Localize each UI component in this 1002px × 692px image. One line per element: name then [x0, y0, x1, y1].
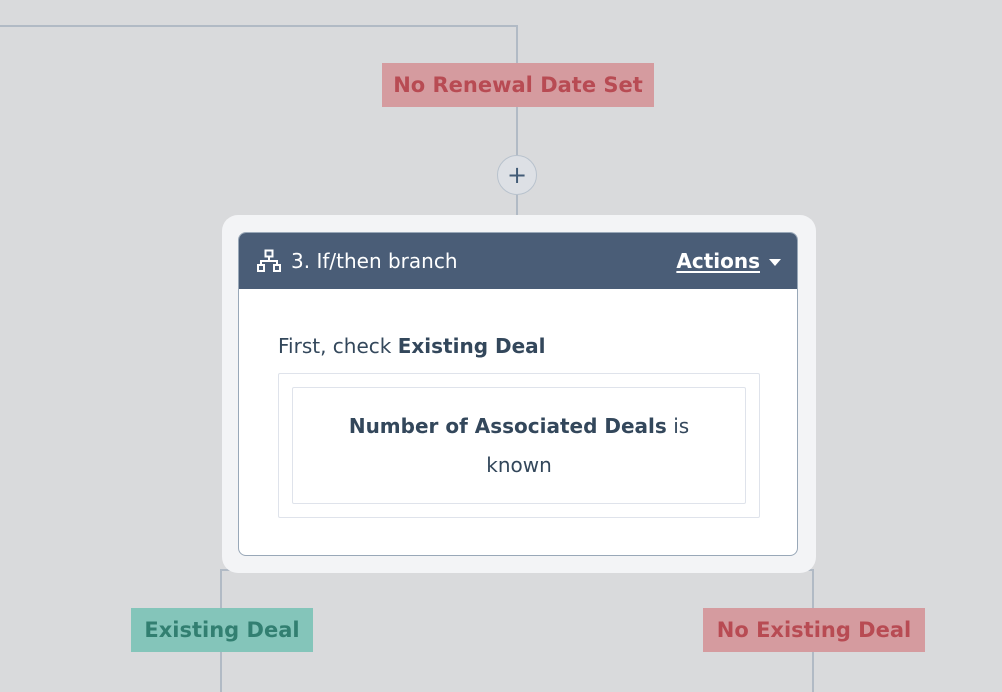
chevron-down-icon[interactable]: [769, 258, 781, 266]
connector-line-left-down: [220, 569, 222, 608]
first-check-prefix: First, check: [278, 334, 392, 358]
connector-line-top-horizontal: [0, 25, 518, 27]
add-action-button[interactable]: +: [497, 155, 537, 195]
card-title: 3. If/then branch: [291, 249, 458, 273]
condition-text: Number of Associated Deals is known: [349, 407, 689, 485]
condition-value: known: [486, 452, 552, 477]
connector-line-right-down: [812, 569, 814, 608]
branch-icon-graphic: [257, 249, 281, 272]
actions-dropdown[interactable]: Actions: [676, 249, 781, 273]
if-then-branch-card[interactable]: 3. If/then branch Actions First, check E…: [238, 232, 798, 556]
condition-property: Number of Associated Deals: [348, 413, 667, 438]
connector-line-left-bottom: [220, 652, 222, 692]
connector-line-right-bottom: [812, 652, 814, 692]
actions-label[interactable]: Actions: [676, 249, 760, 273]
condition-filter[interactable]: Number of Associated Deals is known: [292, 387, 746, 504]
branch-label-existing-deal[interactable]: Existing Deal: [131, 608, 313, 652]
connector-line-add-to-card: [516, 195, 518, 232]
first-check-branch-name: Existing Deal: [397, 334, 546, 358]
card-header: 3. If/then branch Actions: [239, 233, 797, 289]
branch-icon: [257, 249, 281, 273]
branch-label-no-existing-deal[interactable]: No Existing Deal: [703, 608, 925, 652]
connector-line-top-vertical: [516, 25, 518, 63]
branch-label-no-renewal-date[interactable]: No Renewal Date Set: [382, 63, 654, 107]
connector-line-label-to-add: [516, 107, 518, 155]
first-check-text: First, check Existing Deal: [278, 334, 546, 358]
condition-operator: is: [673, 413, 690, 438]
branch-conditions-box: Number of Associated Deals is known: [278, 373, 760, 518]
